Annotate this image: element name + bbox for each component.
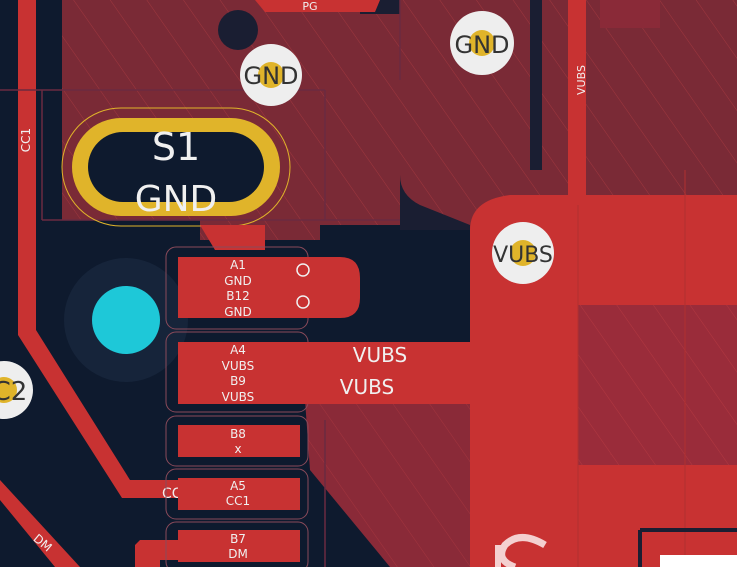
silkscreen-fragment bbox=[498, 534, 547, 567]
cc2-via-label: C2 bbox=[0, 377, 27, 407]
clearance-bottom-right bbox=[638, 528, 737, 567]
pad-a5[interactable] bbox=[165, 468, 309, 520]
pad-b7-net: DM bbox=[228, 547, 248, 561]
silkscreen-fragment-3 bbox=[660, 555, 737, 567]
s1-ref-label: S1 bbox=[152, 125, 200, 169]
pg-label: PG bbox=[302, 0, 317, 13]
pad-a4-pin: A4 bbox=[230, 343, 246, 357]
top-right-pad bbox=[600, 0, 660, 28]
vubs-trace-label-2: VUBS bbox=[340, 375, 394, 399]
pad-b8-net: x bbox=[234, 442, 241, 456]
gnd-via-2-label: GND bbox=[454, 31, 509, 59]
s1-net-label: GND bbox=[135, 179, 218, 220]
vubs-vertical-trace bbox=[568, 0, 586, 205]
cc-partial-label: CC bbox=[162, 486, 182, 502]
pad-a1-pin: A1 bbox=[230, 258, 246, 272]
vubs-trace-label-1: VUBS bbox=[353, 343, 407, 367]
gnd-via-1-label: GND bbox=[243, 62, 298, 90]
vubs-plane bbox=[470, 170, 737, 567]
pad-b12-pin: B12 bbox=[226, 289, 250, 303]
s1-gnd-trace bbox=[200, 225, 265, 250]
pad-b7-pin: B7 bbox=[230, 532, 246, 546]
clearance-corner bbox=[400, 175, 470, 230]
pad-b9-pin: B9 bbox=[230, 374, 246, 388]
s1-pad[interactable] bbox=[61, 107, 291, 227]
vubs-track-label: VUBS bbox=[575, 65, 588, 95]
pad-b8[interactable] bbox=[165, 415, 309, 467]
pad-b12-net: GND bbox=[224, 305, 252, 319]
gnd-via-2[interactable] bbox=[450, 11, 514, 75]
pad-b7[interactable] bbox=[165, 521, 309, 567]
vubs-via-label: VUBS bbox=[493, 243, 553, 268]
copper-zone-middle bbox=[305, 400, 470, 567]
vubs-via[interactable] bbox=[492, 222, 554, 284]
cc1-label: CC1 bbox=[19, 128, 33, 152]
cc2-via[interactable] bbox=[0, 361, 33, 419]
pad-a1-b12[interactable] bbox=[165, 246, 360, 330]
pad-a5-net: CC1 bbox=[226, 494, 250, 508]
pad-a4-net: VUBS bbox=[222, 359, 255, 373]
pg-trace bbox=[255, 0, 380, 12]
pad-a5-pin: A5 bbox=[230, 479, 246, 493]
clearance-gap bbox=[530, 0, 542, 170]
pad-b8-pin: B8 bbox=[230, 427, 246, 441]
pad-a4-b9[interactable] bbox=[165, 331, 470, 413]
gnd-via-1[interactable] bbox=[240, 44, 302, 106]
pad-a1-net: GND bbox=[224, 274, 252, 288]
pad-b9-net: VUBS bbox=[222, 390, 255, 404]
partial-via-top bbox=[218, 10, 258, 50]
mounting-hole[interactable] bbox=[92, 286, 160, 354]
